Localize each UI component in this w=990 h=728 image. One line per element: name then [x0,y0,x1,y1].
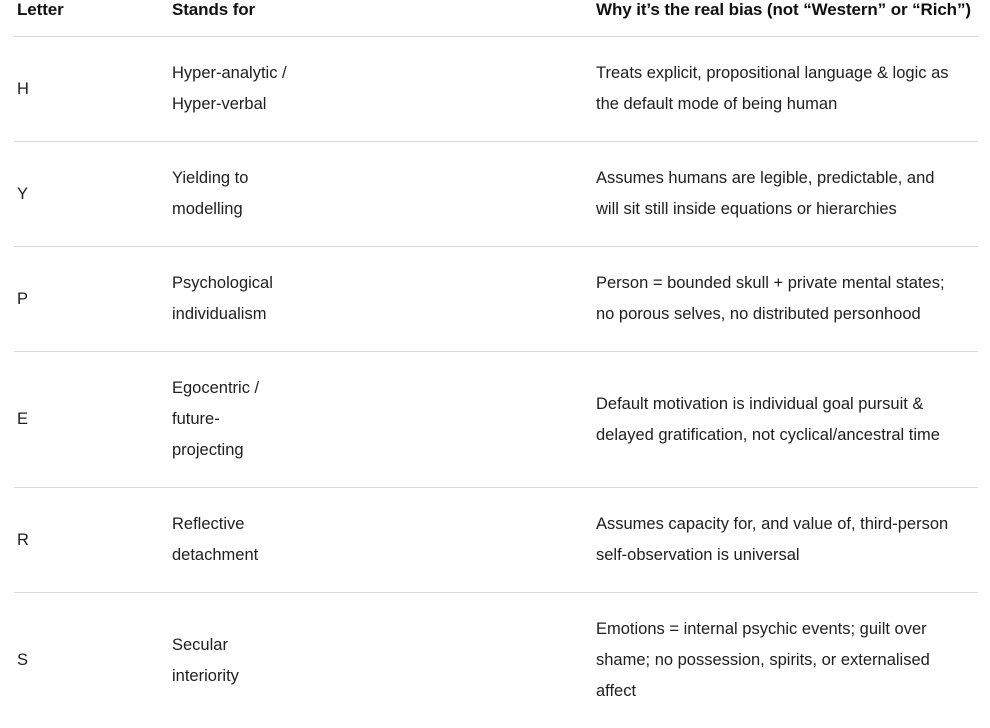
table-header: Letter Stands for Why it’s the real bias… [14,0,978,37]
table-row: E Egocentric / future-projecting Default… [14,352,978,488]
cell-letter: S [14,593,93,728]
table-row: R Reflective detachment Assumes capacity… [14,488,978,593]
cell-letter: R [14,488,93,593]
cell-letter: E [14,352,93,488]
cell-stands-for: Hyper-analytic / Hyper-verbal [93,37,305,142]
cell-why: Treats explicit, propositional language … [305,37,978,142]
column-header-why: Why it’s the real bias (not “Western” or… [305,0,978,37]
acronym-definition-table: Letter Stands for Why it’s the real bias… [14,0,978,728]
cell-letter: H [14,37,93,142]
cell-why: Default motivation is individual goal pu… [305,352,978,488]
cell-stands-for: Psychological individualism [93,247,305,352]
table-header-row: Letter Stands for Why it’s the real bias… [14,0,978,37]
cell-why: Emotions = internal psychic events; guil… [305,593,978,728]
cell-stands-for: Reflective detachment [93,488,305,593]
column-header-letter: Letter [14,0,93,37]
cell-stands-for: Yielding to modelling [93,142,305,247]
cell-letter: P [14,247,93,352]
table-body: H Hyper-analytic / Hyper-verbal Treats e… [14,37,978,728]
cell-stands-for: Secular interiority [93,593,305,728]
table-row: Y Yielding to modelling Assumes humans a… [14,142,978,247]
column-header-stands-for: Stands for [93,0,305,37]
table-row: H Hyper-analytic / Hyper-verbal Treats e… [14,37,978,142]
table-row: S Secular interiority Emotions = interna… [14,593,978,728]
table-row: P Psychological individualism Person = b… [14,247,978,352]
cell-stands-for: Egocentric / future-projecting [93,352,305,488]
cell-why: Assumes humans are legible, predictable,… [305,142,978,247]
cell-why: Assumes capacity for, and value of, thir… [305,488,978,593]
cell-letter: Y [14,142,93,247]
cell-why: Person = bounded skull + private mental … [305,247,978,352]
